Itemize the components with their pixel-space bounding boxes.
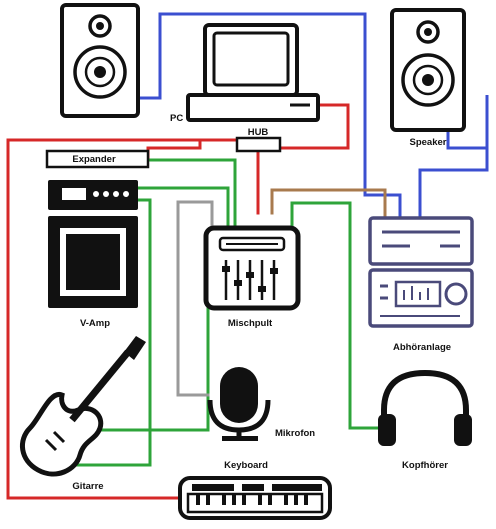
mixer-icon bbox=[203, 225, 301, 311]
mic-cable bbox=[176, 200, 214, 397]
mikrofon-label: Mikrofon bbox=[275, 428, 316, 439]
expander-icon bbox=[45, 149, 150, 169]
speaker-label: Speaker bbox=[409, 137, 447, 148]
abhoeranlage-label: Abhöranlage bbox=[392, 342, 452, 353]
microphone-icon bbox=[207, 367, 271, 441]
amplifier-icon bbox=[48, 180, 138, 308]
stereo-system-icon bbox=[368, 216, 474, 328]
usb-hub-icon bbox=[235, 136, 282, 153]
headphones-icon bbox=[378, 369, 472, 446]
speaker-right-icon bbox=[390, 8, 466, 132]
guitar-icon bbox=[20, 336, 146, 477]
keyboard-label: Keyboard bbox=[224, 460, 268, 471]
pc-label: PC bbox=[170, 113, 184, 124]
keyboard-icon bbox=[178, 476, 332, 520]
expander-label: Expander bbox=[72, 154, 116, 165]
monitor-cable bbox=[270, 188, 387, 220]
speaker-cables bbox=[136, 12, 489, 220]
mischpult-label: Mischpult bbox=[227, 318, 273, 329]
computer-icon bbox=[186, 23, 320, 122]
usb-cables bbox=[6, 103, 350, 500]
speaker-left-icon bbox=[60, 3, 140, 118]
gitarre-label: Gitarre bbox=[72, 481, 104, 492]
vamp-label: V-Amp bbox=[79, 318, 111, 329]
hub-label: HUB bbox=[247, 127, 269, 138]
kopfhoerer-label: Kopfhörer bbox=[402, 460, 448, 471]
